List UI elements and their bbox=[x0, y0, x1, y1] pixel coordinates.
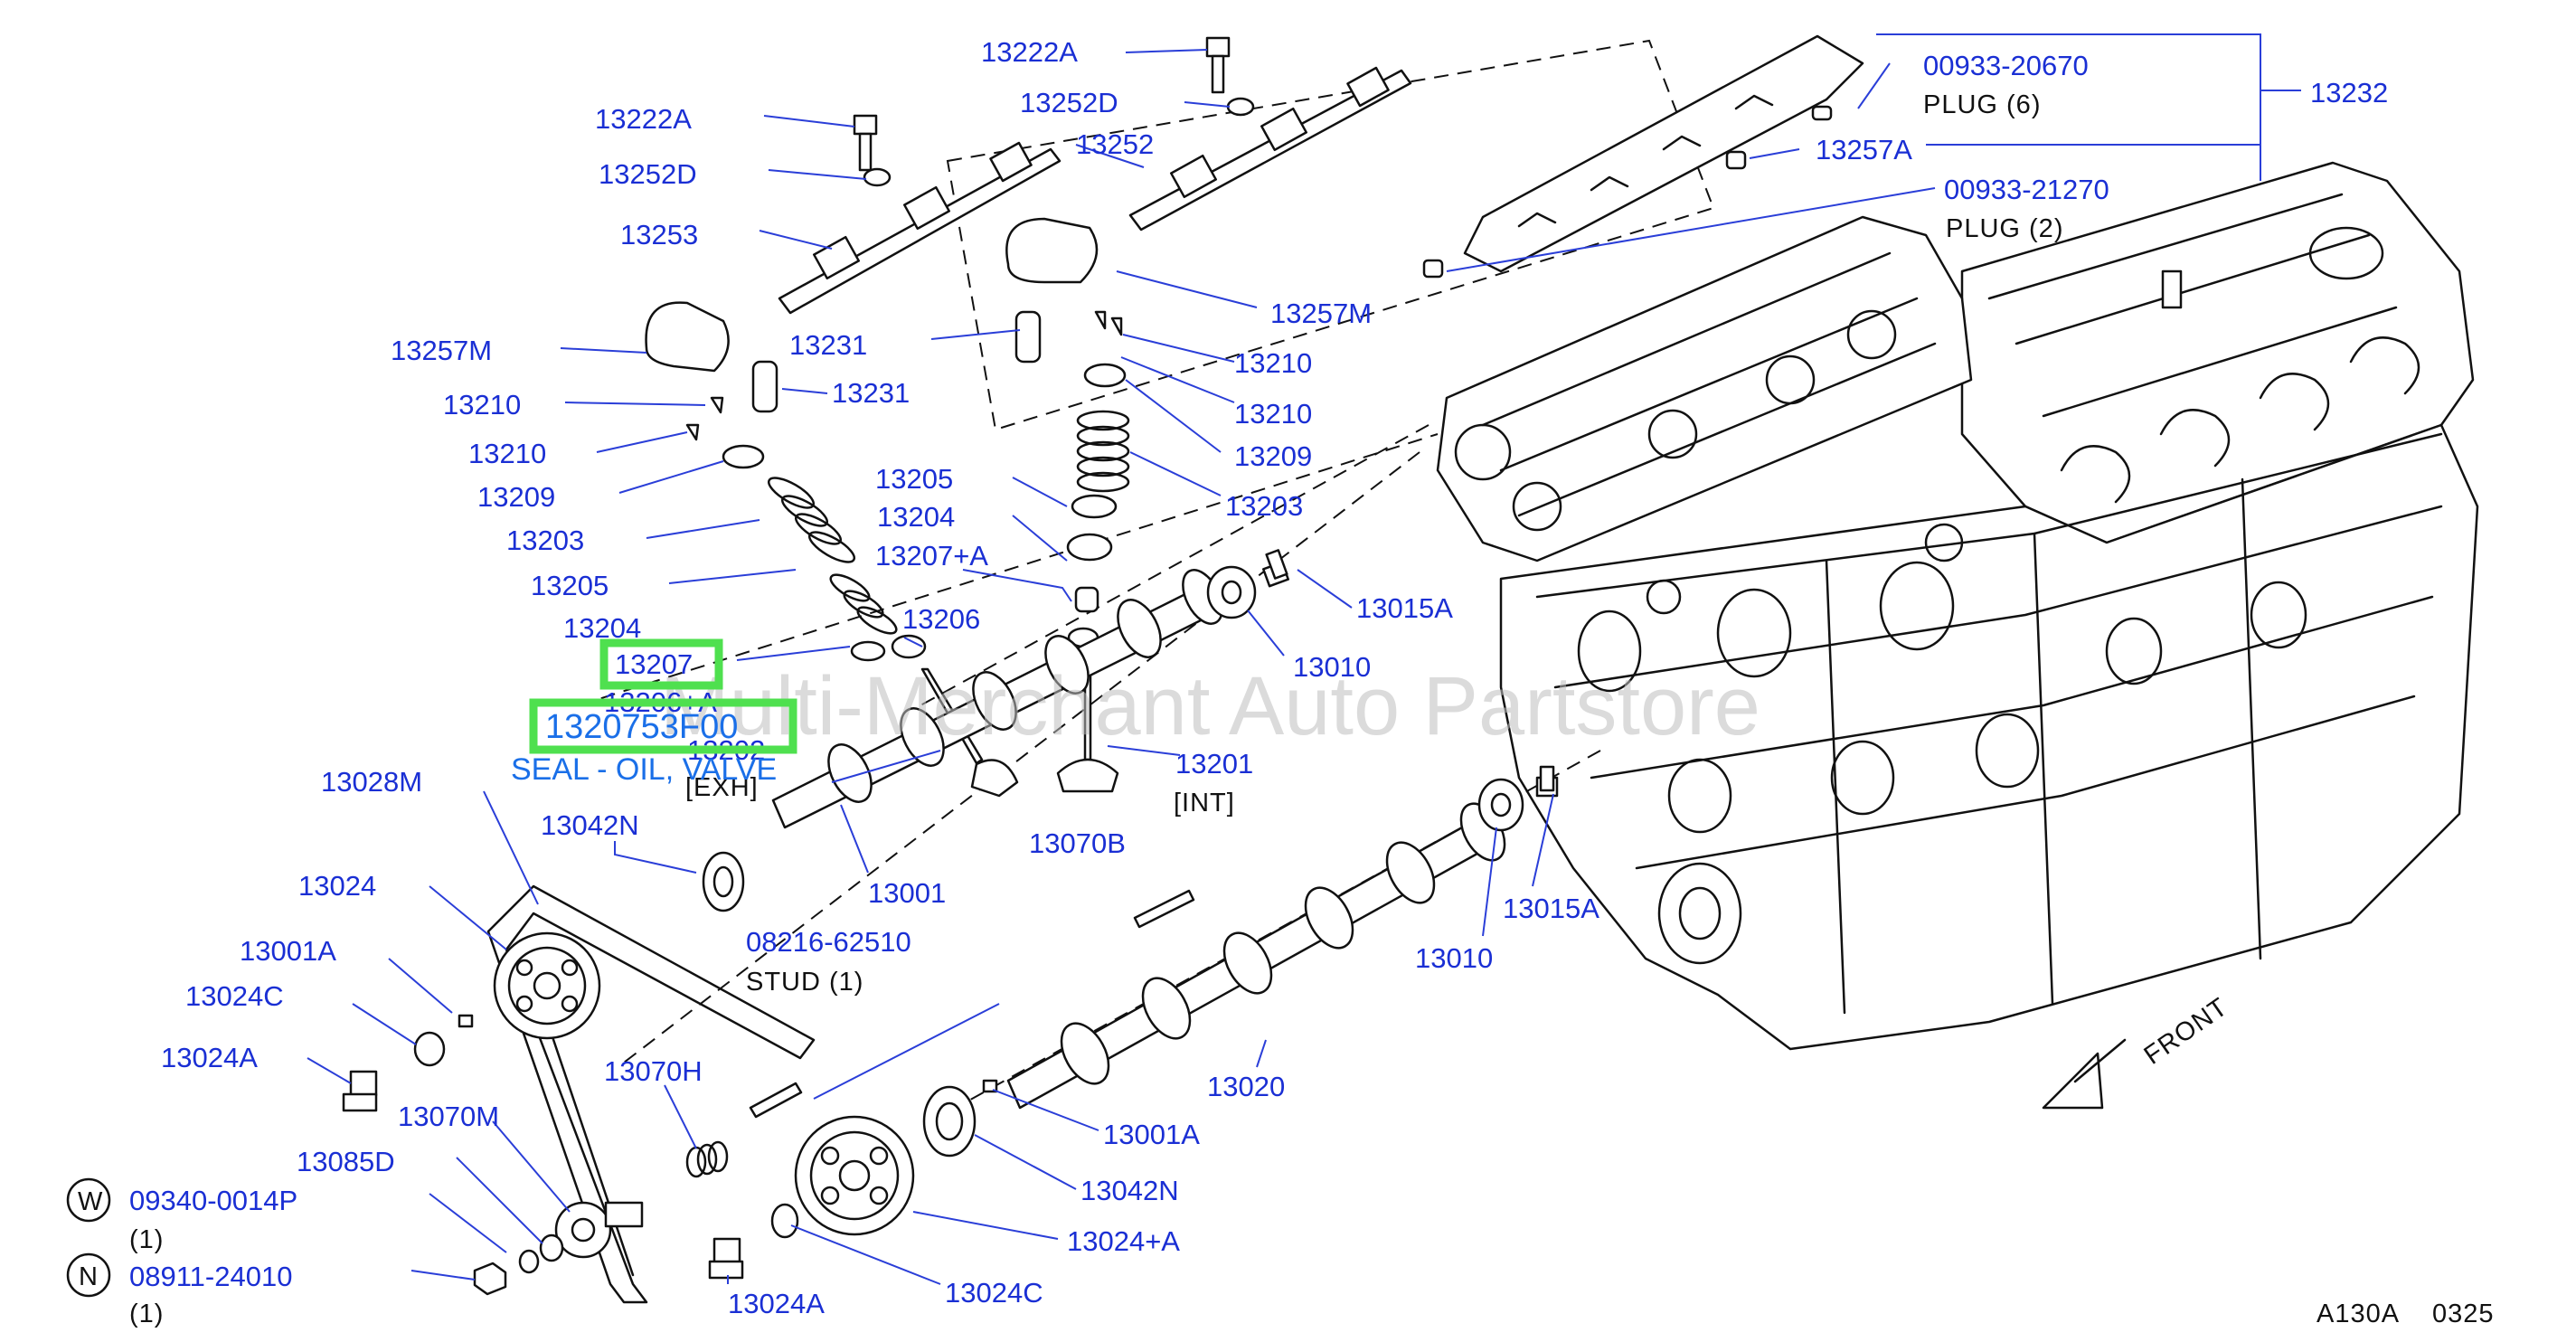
callout-label[interactable]: 00933-20670 bbox=[1923, 50, 2089, 81]
callout-label[interactable]: 13210 bbox=[468, 438, 546, 469]
callout-label[interactable]: 13257M bbox=[391, 335, 492, 366]
int-note: [INT] bbox=[1174, 789, 1235, 817]
callout-label[interactable]: 13257M bbox=[1270, 298, 1372, 329]
plug-6-note: PLUG (6) bbox=[1923, 90, 2041, 119]
w-badge-letter: W bbox=[78, 1187, 103, 1216]
leader-lines bbox=[307, 33, 2301, 1285]
watermark: Multi-Merchant Auto Partstore bbox=[660, 660, 1760, 752]
callout-label[interactable]: 13204 bbox=[877, 501, 955, 533]
callout-label[interactable]: 13015A bbox=[1503, 893, 1599, 924]
callout-label[interactable]: 13024A bbox=[161, 1042, 258, 1073]
figure-code: A130A bbox=[2317, 1299, 2400, 1328]
callout-label[interactable]: 13209 bbox=[477, 481, 555, 513]
callout-label[interactable]: 13257A bbox=[1816, 134, 1912, 165]
front-direction-label: FRONT bbox=[2139, 992, 2233, 1070]
callout-label[interactable]: 13231 bbox=[789, 329, 867, 361]
exh-note: [EXH] bbox=[685, 773, 759, 802]
plug-2-note: PLUG (2) bbox=[1946, 214, 2063, 243]
callout-label[interactable]: 13070M bbox=[398, 1101, 499, 1132]
highlighted-part[interactable]: 13207 1320753F00 SEAL - OIL, VALVE bbox=[511, 638, 797, 787]
callout-label[interactable]: 13015A bbox=[1356, 592, 1453, 624]
part-drawings bbox=[342, 34, 2127, 1304]
callout-label[interactable]: 13252D bbox=[1020, 87, 1118, 118]
callout-label[interactable]: 13024C bbox=[185, 980, 284, 1012]
callout-label[interactable]: 13204 bbox=[563, 612, 641, 644]
callout-label[interactable]: 13001A bbox=[240, 935, 336, 967]
callout-label[interactable]: 13010 bbox=[1293, 651, 1371, 683]
callout-label[interactable]: 13205 bbox=[875, 463, 953, 495]
callout-label[interactable]: 13231 bbox=[832, 377, 910, 409]
callout-label[interactable]: 13210 bbox=[443, 389, 521, 421]
callout-label[interactable]: 13253 bbox=[620, 219, 698, 250]
n-qty-note: (1) bbox=[129, 1299, 164, 1328]
callout-label[interactable]: 13205 bbox=[531, 570, 609, 601]
callout-label[interactable]: 13070B bbox=[1029, 827, 1126, 859]
callout-label[interactable]: 13042N bbox=[541, 809, 639, 841]
fastener-n[interactable]: N 08911-24010 bbox=[66, 1252, 292, 1298]
highlight-ref-label[interactable]: 13207 bbox=[615, 648, 693, 680]
highlight-ref-box[interactable] bbox=[599, 638, 723, 690]
w-part-number[interactable]: 09340-0014P bbox=[129, 1185, 297, 1216]
stud-note: STUD (1) bbox=[746, 968, 863, 997]
callout-label[interactable]: 13042N bbox=[1080, 1175, 1179, 1206]
callout-label[interactable]: 13252D bbox=[599, 158, 697, 190]
figure-number: 0325 bbox=[2432, 1299, 2495, 1328]
w-badge-circle bbox=[66, 1177, 111, 1223]
highlight-description: SEAL - OIL, VALVE bbox=[511, 752, 777, 787]
callout-label[interactable]: 13232 bbox=[2310, 77, 2388, 109]
n-badge-circle bbox=[66, 1252, 111, 1298]
callout-label[interactable]: 13210 bbox=[1234, 347, 1312, 379]
callout-label[interactable]: 00933-21270 bbox=[1944, 174, 2109, 205]
highlight-part-number[interactable]: 1320753F00 bbox=[545, 708, 738, 746]
engine-block-drawing bbox=[1436, 161, 2479, 1051]
callout-label[interactable]: 13024A bbox=[728, 1288, 825, 1319]
callout-label[interactable]: 13024 bbox=[298, 870, 376, 902]
callout-label[interactable]: 13222A bbox=[981, 36, 1078, 68]
w-qty-note: (1) bbox=[129, 1225, 164, 1254]
callout-label[interactable]: 13085D bbox=[297, 1146, 395, 1177]
callout-label[interactable]: 13209 bbox=[1234, 440, 1312, 472]
fastener-w[interactable]: W 09340-0014P bbox=[66, 1177, 297, 1223]
callout-label[interactable]: 13207+A bbox=[875, 540, 988, 572]
callout-label[interactable]: 13070H bbox=[604, 1055, 703, 1087]
callout-label[interactable]: 13201 bbox=[1175, 748, 1253, 780]
callout-label[interactable]: 13001 bbox=[868, 877, 946, 909]
callout-label[interactable]: 13010 bbox=[1415, 942, 1493, 974]
callout-label[interactable]: 13020 bbox=[1207, 1071, 1285, 1102]
callout-label[interactable]: 13210 bbox=[1234, 398, 1312, 430]
n-part-number[interactable]: 08911-24010 bbox=[129, 1261, 292, 1292]
callout-labels: 13222A 13252D 13252 13222A 13252D 13253 … bbox=[161, 36, 2388, 1319]
callout-label[interactable]: 13028M bbox=[321, 766, 422, 798]
callout-label[interactable]: 13203 bbox=[506, 525, 584, 556]
callout-label[interactable]: 13206 bbox=[902, 603, 980, 635]
callout-label[interactable]: 13222A bbox=[595, 103, 692, 135]
callout-label[interactable]: 08216-62510 bbox=[746, 926, 911, 958]
callout-label[interactable]: 13024+A bbox=[1067, 1225, 1180, 1257]
callout-label[interactable]: 13024C bbox=[945, 1277, 1043, 1309]
callout-label[interactable]: 13203 bbox=[1225, 490, 1303, 522]
callout-label[interactable]: 13252 bbox=[1076, 128, 1154, 160]
highlight-part-box[interactable] bbox=[529, 698, 797, 754]
n-badge-letter: N bbox=[79, 1262, 99, 1291]
callout-label[interactable]: 13001A bbox=[1103, 1119, 1200, 1150]
